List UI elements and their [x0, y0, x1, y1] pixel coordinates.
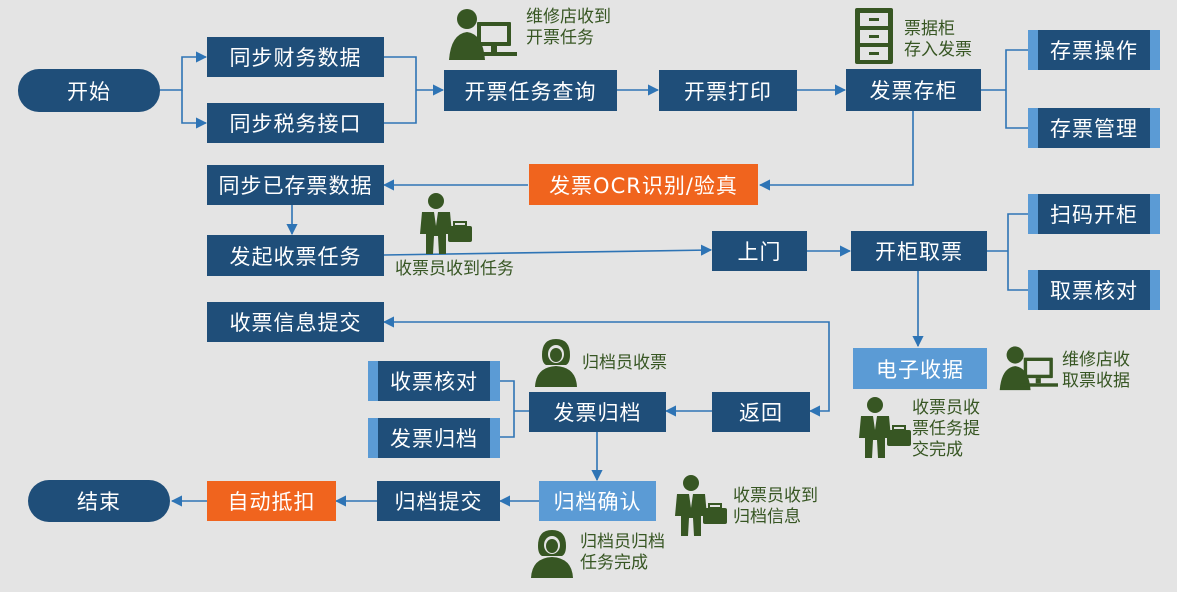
invoice-store-node: 发票存柜: [846, 69, 981, 111]
archive-check-node: 收票核对: [368, 361, 500, 401]
ocr-verify-node: 发票OCR识别/验真: [529, 164, 758, 205]
arrow-start-to-sync-finance: [160, 51, 208, 91]
return-node: 返回: [712, 392, 810, 432]
visit-node: 上门: [712, 231, 807, 271]
businessman-with-briefcase-icon: [675, 475, 727, 536]
arrow-sync-finance-merge: [384, 56, 417, 90]
sync-stored-node: 同步已存票数据: [207, 165, 384, 205]
arrow-receipt-to-return: [808, 369, 830, 417]
cabinet-store-note: 票据柜 存入发票: [904, 19, 972, 60]
open-cabinet-node: 开柜取票: [851, 231, 987, 271]
repair-receive-receipt-note: 维修店收 取票收据: [1062, 350, 1130, 391]
archive-confirm-node: 归档确认: [539, 481, 656, 521]
start-node: 开始: [18, 69, 160, 112]
e-receipt-node: 电子收据: [853, 348, 987, 389]
submit-info-node: 收票信息提交: [207, 302, 384, 342]
worker-at-computer-icon: [449, 9, 517, 60]
collector-task-done-note: 收票员收 票任务提 交完成: [912, 398, 980, 460]
scan-open-node: 扫码开柜: [1028, 194, 1160, 234]
arrow-collect-to-visit: [383, 244, 713, 256]
collector-receive-task-note: 收票员收到任务: [395, 259, 514, 279]
end-node: 结束: [28, 480, 170, 522]
bracket-store-operations: [981, 49, 1028, 129]
invoice-print-node: 开票打印: [659, 70, 797, 111]
invoice-query-node: 开票任务查询: [444, 70, 617, 111]
female-clerk-icon: [531, 530, 573, 578]
store-operation-node: 存票操作: [1028, 30, 1160, 70]
archivist-task-done-note: 归档员归档 任务完成: [580, 532, 665, 573]
bracket-cabinet-operations: [987, 213, 1028, 291]
start-collect-node: 发起收票任务: [207, 235, 384, 276]
worker-at-computer-icon: [999, 346, 1058, 391]
sync-tax-node: 同步税务接口: [207, 103, 384, 143]
sync-finance-node: 同步财务数据: [207, 37, 384, 77]
store-management-node: 存票管理: [1028, 108, 1160, 148]
arrow-receipt-to-submit: [382, 316, 830, 369]
archive-node: 发票归档: [529, 392, 666, 432]
bracket-archive-checks: [500, 380, 529, 438]
arrow-store-to-ocr: [758, 111, 914, 191]
arrow-start-to-sync-tax: [181, 90, 208, 129]
archive-file-node: 发票归档: [368, 418, 500, 458]
female-clerk-icon: [535, 339, 577, 387]
archivist-collect-note: 归档员收票: [582, 353, 667, 373]
businessman-with-briefcase-icon: [859, 397, 911, 458]
arrow-sync-tax-merge: [384, 90, 417, 124]
archive-submit-node: 归档提交: [377, 481, 500, 521]
repair-receive-task-note: 维修店收到 开票任务: [526, 7, 611, 48]
businessman-with-briefcase-icon: [420, 193, 472, 254]
auto-deduct-node: 自动抵扣: [207, 481, 336, 521]
filing-cabinet-icon: [855, 8, 893, 64]
collect-check-node: 取票核对: [1028, 270, 1160, 310]
collector-receive-archive-note: 收票员收到 归档信息: [733, 486, 818, 527]
